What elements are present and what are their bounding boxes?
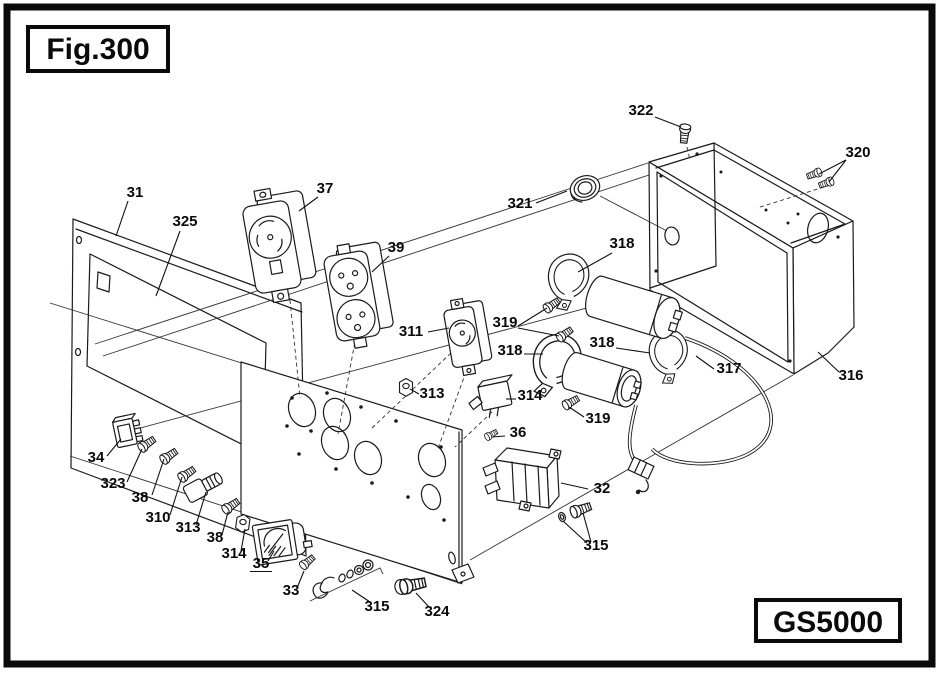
- capacitor-wires: [627, 336, 773, 495]
- breaker-lever: [482, 462, 499, 477]
- nut-313-upper: [398, 377, 414, 397]
- part-label-318: 318: [609, 235, 634, 252]
- part-label-325: 325: [172, 213, 197, 230]
- leader-line-34: [106, 438, 122, 457]
- leader-line-36: [491, 435, 506, 438]
- part-label-314: 314: [221, 545, 247, 562]
- labels-layer: 31 325 37 39 311 322 320 321 318 319 318 318 317 316 3…: [88, 102, 871, 620]
- wire-clip-315-bottom: [309, 559, 384, 602]
- switch-314-upper: [468, 374, 513, 419]
- leader-line-320: [818, 159, 847, 175]
- grommet-hole: [664, 226, 680, 246]
- part-label-315: 315: [364, 598, 389, 615]
- panel-foot: [451, 563, 475, 584]
- part-label-316: 316: [838, 367, 863, 384]
- leader-line-316: [817, 351, 840, 373]
- part-label-319: 319: [492, 314, 517, 331]
- leader-line-315: [582, 512, 592, 543]
- part-label-33: 33: [283, 582, 300, 599]
- part-label-313: 313: [175, 519, 200, 536]
- leader-line-319: [517, 327, 560, 337]
- receptacle-39: [323, 241, 394, 349]
- switch-34: [111, 412, 144, 449]
- part-label-324: 324: [424, 603, 450, 620]
- leader-line-317: [695, 355, 715, 370]
- switch-cutout: [96, 271, 111, 293]
- part-label-317: 317: [716, 360, 741, 377]
- model-box: GS5000: [754, 598, 902, 643]
- leader-line-319: [568, 406, 585, 418]
- leader-line-319: [517, 307, 548, 327]
- part-label-322: 322: [628, 102, 653, 119]
- meter-35: [251, 519, 313, 566]
- breaker-lever: [484, 480, 501, 495]
- leader-line-315: [562, 520, 588, 544]
- page-border: [3, 3, 936, 668]
- capacitor-317-upper: [585, 275, 683, 340]
- leader-line-37: [298, 196, 319, 212]
- receptacle-311: [443, 297, 493, 377]
- figure-title-box: Fig.300: [26, 25, 170, 73]
- leader-line-38: [221, 511, 229, 536]
- part-label-319: 319: [585, 410, 610, 427]
- part-label-37: 37: [317, 180, 334, 197]
- part-label-321: 321: [507, 195, 532, 212]
- leader-line-323: [126, 448, 143, 483]
- bolt-324: [394, 574, 428, 596]
- leader-line-310: [169, 476, 183, 516]
- leader-line-325: [155, 230, 181, 297]
- assembly-axis-lines: [289, 146, 825, 452]
- part-label-32: 32: [594, 480, 611, 497]
- figure-title: Fig.300: [46, 33, 149, 66]
- leader-line-314: [240, 528, 246, 552]
- part-label-39: 39: [388, 239, 405, 256]
- leader-line-320: [828, 159, 847, 183]
- leader-line-315: [351, 589, 371, 603]
- side-oval-hole: [806, 212, 830, 244]
- part-label-31: 31: [127, 184, 144, 201]
- leader-line-321: [535, 190, 568, 204]
- capacitor-317-lower: [561, 352, 642, 408]
- part-label-318: 318: [497, 342, 522, 359]
- breaker-32: [482, 447, 562, 512]
- part-label-311: 311: [399, 323, 423, 340]
- leader-line-313: [409, 388, 420, 395]
- part-label-36: 36: [510, 424, 527, 441]
- part-label-320: 320: [845, 144, 870, 161]
- leader-line-318: [615, 347, 651, 354]
- leader-line-32: [560, 482, 589, 490]
- part-label-313: 313: [419, 385, 444, 402]
- part-label-38: 38: [132, 489, 149, 506]
- part-label-38: 38: [207, 529, 224, 546]
- leader-line-311: [427, 327, 450, 333]
- part-label-315: 315: [583, 537, 608, 554]
- part-label-318: 318: [589, 334, 614, 351]
- leader-line-318: [577, 252, 613, 273]
- leader-line-31: [115, 200, 129, 237]
- leader-line-324: [415, 592, 430, 608]
- part-label-35: 35: [253, 555, 270, 572]
- part-label-34: 34: [88, 449, 105, 466]
- part-label-314: 314: [517, 387, 543, 404]
- leader-line-322: [654, 116, 682, 128]
- leader-line-33: [296, 570, 305, 589]
- fuse-holder-313-lower: [182, 472, 223, 503]
- leader-line-38: [151, 458, 165, 496]
- grommet-321: [569, 175, 668, 232]
- enclosure-316: [648, 142, 855, 375]
- part-label-323: 323: [100, 475, 125, 492]
- leader-line-39: [371, 255, 390, 273]
- part-label-310: 310: [145, 509, 170, 526]
- leader-line-35: [267, 550, 275, 562]
- model-number: GS5000: [773, 606, 883, 639]
- receptacle-37: [242, 187, 317, 304]
- leader-line-313: [195, 491, 207, 526]
